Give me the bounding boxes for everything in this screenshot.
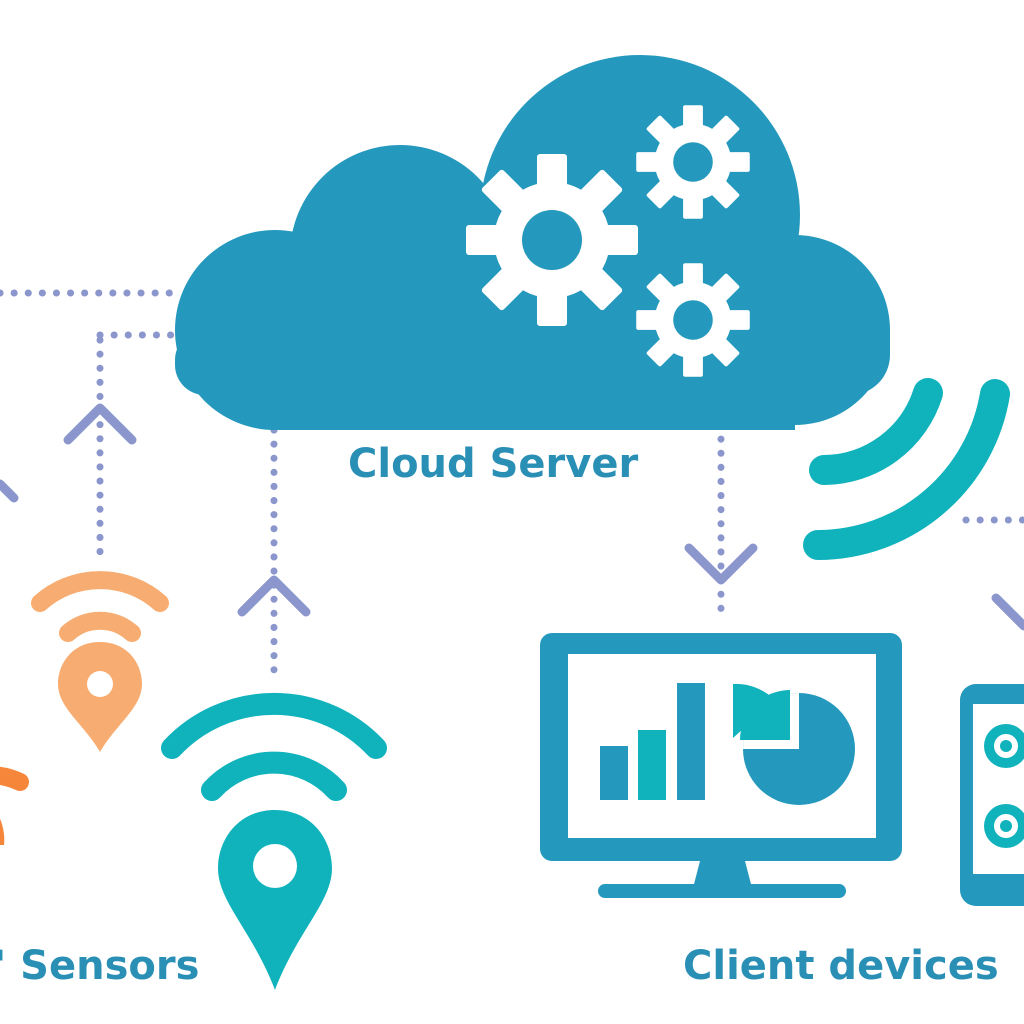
bar-chart-icon <box>600 683 705 800</box>
smartphone-icon <box>960 684 1024 906</box>
wifi-signal-icon <box>31 571 169 642</box>
sensor-orange <box>31 571 169 752</box>
location-pin-icon <box>58 642 142 752</box>
gears-icon <box>466 105 750 377</box>
arrow-down-icon <box>684 543 758 585</box>
wifi-signal-icon <box>0 766 29 791</box>
monitor-icon <box>540 633 902 898</box>
arrows <box>0 403 1024 631</box>
gear-small-top-icon <box>636 105 750 219</box>
sensor-teal <box>161 692 387 990</box>
location-pin-icon <box>0 818 5 845</box>
arrow-up-icon <box>63 403 137 445</box>
gear-large-icon <box>466 154 638 326</box>
cloud-server-label: Cloud Server <box>348 441 639 487</box>
arrow-up-icon <box>0 479 19 503</box>
client-devices-label: Client devices <box>683 943 999 989</box>
arrow-down-icon <box>991 593 1024 631</box>
sensor-orange-partial <box>0 766 29 845</box>
wifi-signal-icon <box>803 378 1010 560</box>
location-pin-icon <box>218 810 332 990</box>
app-icon <box>984 804 1024 848</box>
wifi-signal-icon <box>161 692 387 801</box>
gear-small-bottom-icon <box>636 263 750 377</box>
arrow-up-icon <box>237 575 311 617</box>
sensors-label: ' Sensors <box>0 943 200 989</box>
pie-chart-icon <box>733 683 855 805</box>
app-icon <box>984 724 1024 768</box>
connector-lines <box>0 289 1024 684</box>
